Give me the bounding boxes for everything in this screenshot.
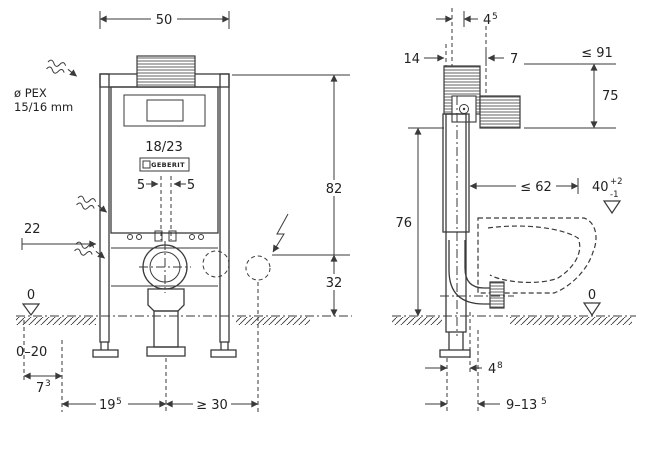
wc-bowl-outline [477,217,597,294]
level-zero-label: 0 [27,288,35,303]
dim-45-label: 4 [483,13,491,28]
dim-45-sup: 5 [492,12,498,22]
dim-40-label: 40 [592,180,609,195]
dim-48-sup: 8 [497,361,503,371]
mounting-frame [99,55,230,343]
cistern-model-label: 18/23 [145,140,182,155]
dim-inlet-22: 22 [21,222,97,250]
flush-bend-housing [451,95,477,123]
dim-9135-label: 9–13 [506,398,537,413]
side-view: 4 5 14 7 ≤ 91 75 [392,8,636,413]
dim-62-40: ≤ 62 40 +2 -1 [469,177,623,215]
level-marker-icon [582,302,602,317]
dim-82-label: 82 [326,182,343,197]
dim-195-sup: 5 [116,397,122,407]
dim-75-label: 75 [602,89,619,104]
dim-7-label: 7 [510,52,518,67]
offset-left-label: 5 [137,178,145,193]
leg-range-label: 0–20 [16,345,47,360]
protection-box [136,55,196,88]
dim-40-sub: -1 [610,190,618,200]
outlet-assembly [111,241,271,357]
level-marker-icon [602,200,622,215]
dim-14-label: 14 [403,52,420,67]
dim-76-label: 76 [395,216,412,231]
dim-73-sup: 3 [45,379,51,389]
actuator-duct [479,95,521,129]
frame-foot-side [439,332,471,358]
outlet-connector [489,281,505,309]
dim-bottom-front: 7 3 19 5 ≥ 30 [23,282,259,413]
dim-width-50: 50 [99,11,230,29]
dim-right-front: 82 32 [232,74,350,317]
dim-9135-sup: 5 [541,397,547,407]
dim-max91-label: ≤ 91 [581,46,613,61]
dim-45: 4 5 [436,11,498,28]
dim-offset-5-5: 5 5 [137,176,195,240]
electrical-box-position [245,255,271,281]
pex-label-line2: 15/16 mm [14,100,73,114]
cistern: 18/23 GEBERIT 5 5 [110,86,219,242]
drain-elbow [440,240,514,309]
pex-label-line1: ø PEX [14,86,47,100]
dim-195-label: 19 [99,398,116,413]
dim-min30-label: ≥ 30 [196,398,228,413]
front-view: 50 18/23 GEBERIT 5 [14,11,352,413]
dim-91-75: ≤ 91 75 [524,46,619,129]
dim-73-label: 7 [36,381,44,396]
dim-40-sup: +2 [610,177,623,187]
dim-bottom-side: 4 8 9–13 5 [425,312,547,413]
offset-right-label: 5 [187,178,195,193]
dim-76: 76 [395,127,444,317]
floor-level-side: 0 [392,288,636,325]
dim-48-label: 4 [488,362,496,377]
dim-22-label: 22 [24,222,41,237]
electrical-connection-icon [272,213,289,253]
dim-32-label: 32 [326,276,343,291]
level-marker-icon [21,303,41,317]
dim-max62-label: ≤ 62 [520,180,552,195]
frame-feet [92,342,237,358]
level-zero-label-side: 0 [588,288,596,303]
alt-outlet-position [202,250,230,278]
dim-50-label: 50 [156,13,173,28]
dim-14-7: 14 7 [403,44,518,72]
brand-label: GEBERIT [151,161,185,169]
brand-logo: GEBERIT [139,157,190,172]
